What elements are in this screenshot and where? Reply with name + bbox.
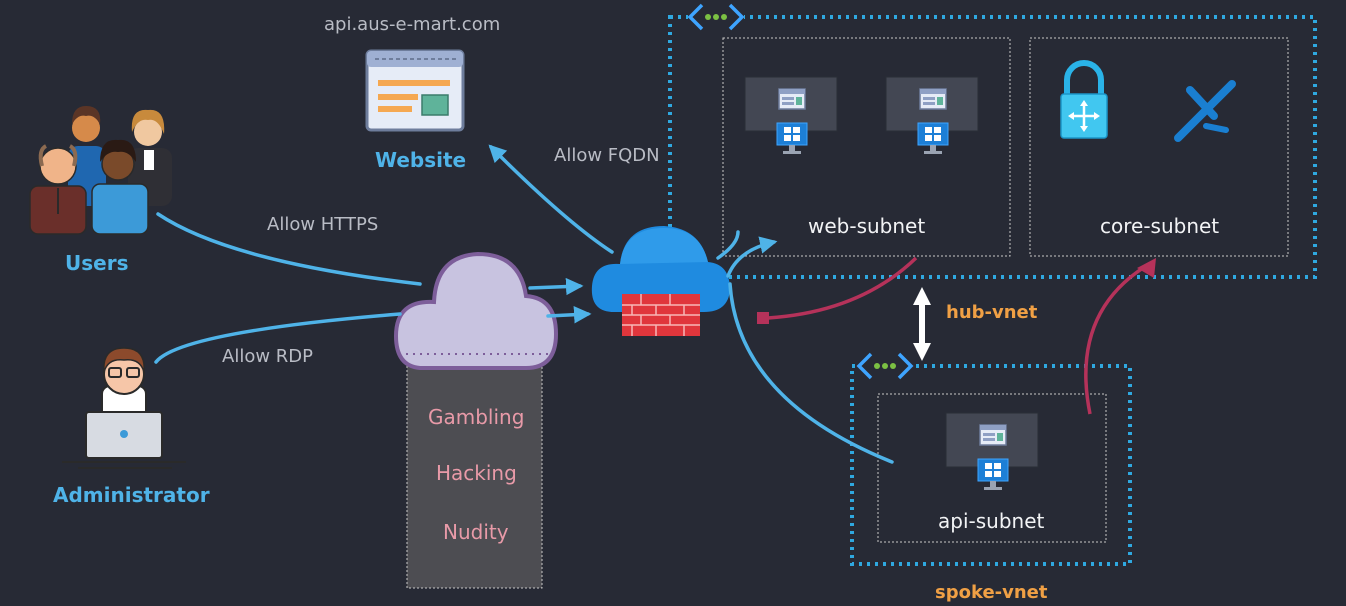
website-browser-icon bbox=[365, 49, 465, 132]
azure-firewall-icon bbox=[591, 226, 730, 336]
blocked-categories-panel bbox=[406, 349, 543, 589]
users-https-flow bbox=[156, 212, 422, 286]
core-subnet-label: core-subnet bbox=[1100, 214, 1220, 238]
allow-https-label: Allow HTTPS bbox=[267, 214, 379, 235]
virtual-machine-icon bbox=[885, 76, 979, 155]
users-group-icon bbox=[29, 106, 172, 235]
internet-cloud-icon bbox=[393, 251, 559, 370]
administrator-label: Administrator bbox=[53, 483, 210, 507]
admin-rdp-flow bbox=[154, 312, 402, 364]
virtual-machine-icon bbox=[945, 412, 1039, 491]
allow-rdp-label: Allow RDP bbox=[222, 346, 313, 367]
fqdn-flow bbox=[488, 144, 614, 254]
blocked-category-label: Nudity bbox=[443, 520, 509, 544]
api-subnet-label: api-subnet bbox=[938, 509, 1045, 533]
blocked-category-label: Gambling bbox=[428, 405, 525, 429]
return-traffic-flows bbox=[757, 256, 1156, 415]
spoke-vnet-border bbox=[850, 364, 1132, 566]
vnet-peering-icon bbox=[857, 352, 913, 380]
web-subnet-border bbox=[722, 37, 1011, 257]
hub-vnet-border bbox=[668, 15, 1317, 279]
administrator-laptop-icon bbox=[62, 347, 186, 469]
bastion-icon bbox=[1174, 80, 1236, 142]
blocked-category-label: Hacking bbox=[436, 461, 517, 485]
allowed-traffic-flows bbox=[154, 144, 894, 464]
vnet-peering-icon bbox=[688, 3, 744, 31]
spoke-vnet-label: spoke-vnet bbox=[935, 582, 1048, 603]
core-subnet-border bbox=[1029, 37, 1289, 257]
web-subnet-label: web-subnet bbox=[808, 214, 926, 238]
api-subnet-border bbox=[877, 393, 1107, 543]
website-url-label: api.aus-e-mart.com bbox=[324, 14, 501, 35]
virtual-machine-icon bbox=[744, 76, 838, 155]
website-label: Website bbox=[375, 148, 467, 172]
hub-vnet-label: hub-vnet bbox=[946, 302, 1038, 323]
allow-fqdn-label: Allow FQDN bbox=[554, 145, 660, 166]
vpn-gateway-lock-icon bbox=[1060, 60, 1108, 139]
users-label: Users bbox=[65, 251, 129, 275]
